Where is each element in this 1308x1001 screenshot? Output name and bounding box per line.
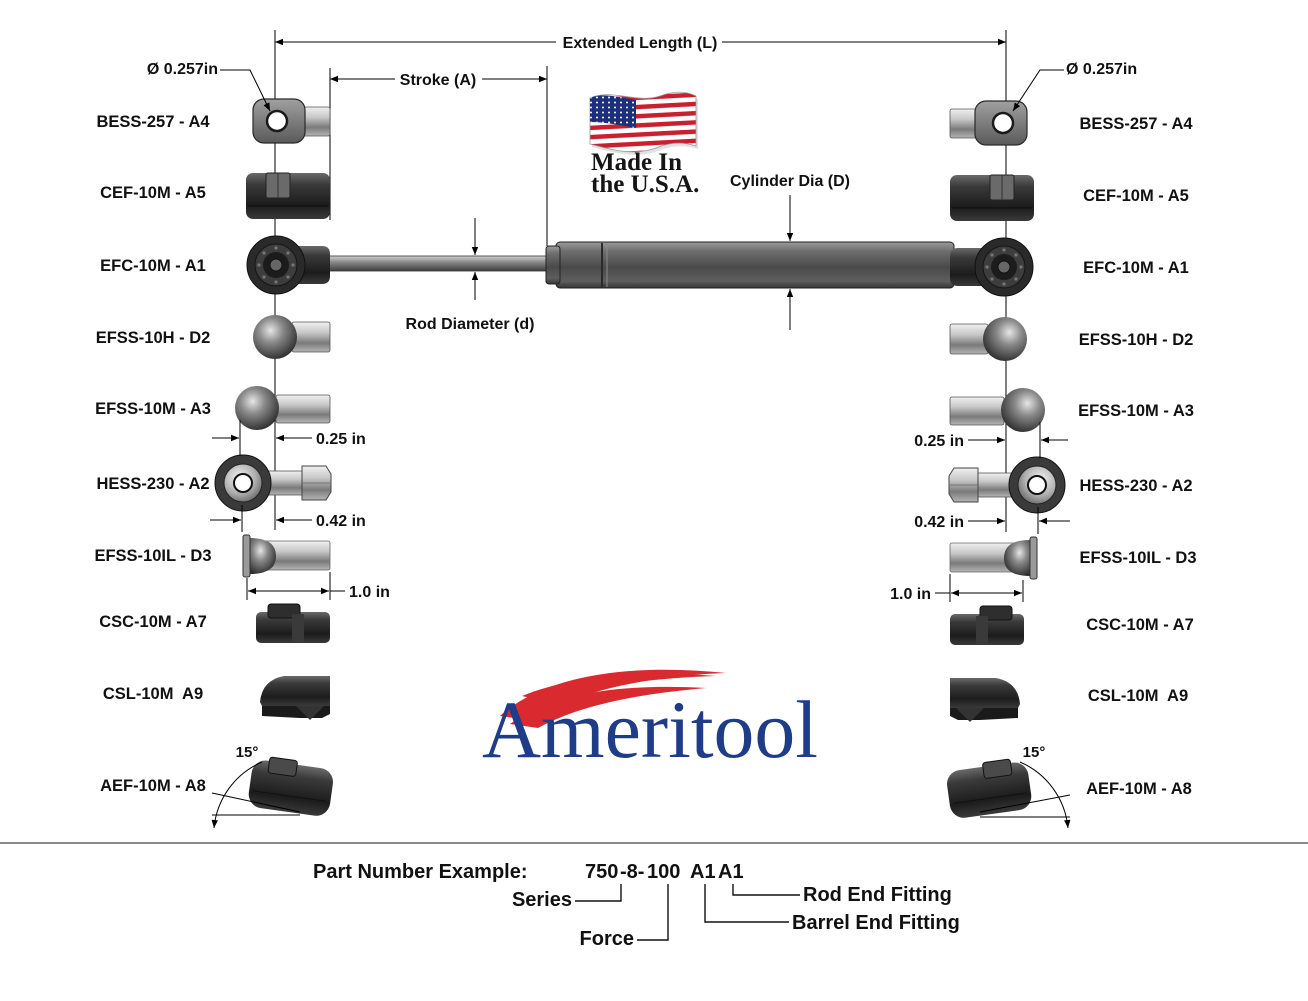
part-barrel-end-code: A1 — [690, 861, 716, 883]
left-eye-offset-dimension: 0.42 in — [210, 505, 366, 532]
csc-10m-fitting — [256, 603, 330, 643]
left-fitting-column — [214, 98, 333, 816]
part-segment-code: -8- — [620, 861, 644, 883]
right-label-efc-10m: EFC-10M - A1 — [1083, 259, 1189, 277]
left-angle-label: 15° — [236, 744, 259, 761]
cylinder-dia-label: Cylinder Dia (D) — [730, 173, 850, 190]
cylinder-seal — [545, 245, 561, 285]
left-label-aef-10m: AEF-10M - A8 — [100, 777, 206, 795]
part-rod-end-code: A1 — [718, 861, 744, 883]
cylinder — [555, 241, 955, 289]
rod-diameter-label: Rod Diameter (d) — [406, 316, 535, 333]
right-label-csc-10m: CSC-10M - A7 — [1086, 616, 1194, 634]
right-eye-offset-label: 0.42 in — [914, 514, 964, 531]
left-eye-offset-label: 0.42 in — [316, 513, 366, 530]
badge-line-1: Made In — [591, 149, 682, 176]
left-length-label: 1.0 in — [349, 584, 390, 601]
right-length-label: 1.0 in — [890, 586, 931, 603]
extended-length-dimension: Extended Length (L) — [275, 35, 1006, 52]
hole-diameter-left: Ø 0.257in — [147, 61, 271, 112]
part-series-code: 750 — [585, 861, 618, 883]
logo-text: Ameritool — [482, 684, 818, 775]
right-ball-offset-label: 0.25 in — [914, 433, 964, 450]
piston-rod — [321, 255, 553, 272]
left-label-bess-257: BESS-257 - A4 — [96, 113, 210, 131]
efss-10h-fitting — [253, 315, 331, 359]
left-label-hess-230: HESS-230 - A2 — [96, 475, 209, 493]
left-label-cef-10m: CEF-10M - A5 — [100, 184, 206, 202]
left-ball-offset-dimension: 0.25 in — [212, 420, 366, 456]
left-ball-offset-label: 0.25 in — [316, 431, 366, 448]
hess-230-fitting — [214, 454, 332, 512]
right-label-efss-10m: EFSS-10M - A3 — [1078, 402, 1194, 420]
efss-10m-fitting — [235, 386, 331, 430]
efss-10il-fitting — [242, 534, 331, 578]
ameritool-logo: Ameritool — [482, 669, 818, 775]
right-fitting-labels: BESS-257 - A4 CEF-10M - A5 EFC-10M - A1 … — [1078, 115, 1196, 798]
csl-10m-fitting — [260, 676, 330, 720]
aef-10m-fitting — [248, 756, 333, 816]
right-angle-dimension: 15° — [979, 744, 1071, 829]
left-label-efss-10il: EFSS-10IL - D3 — [94, 547, 211, 565]
hole-diameter-left-label: Ø 0.257in — [147, 61, 218, 78]
left-label-csc-10m: CSC-10M - A7 — [99, 613, 207, 631]
right-label-efss-10il: EFSS-10IL - D3 — [1079, 549, 1196, 567]
right-label-hess-230: HESS-230 - A2 — [1079, 477, 1192, 495]
left-label-efss-10h: EFSS-10H - D2 — [96, 329, 211, 347]
right-label-aef-10m: AEF-10M - A8 — [1086, 780, 1192, 798]
part-number-example: Part Number Example: 750 -8- 100 A1 A1 S… — [313, 861, 960, 950]
right-fitting-column — [943, 99, 1067, 821]
gas-spring — [321, 241, 955, 289]
right-length-dimension: 1.0 in — [890, 574, 1024, 603]
left-angle-dimension: 15° — [211, 744, 301, 829]
right-label-efss-10h: EFSS-10H - D2 — [1079, 331, 1194, 349]
cylinder-dia-dimension: Cylinder Dia (D) — [730, 173, 850, 330]
rod-diameter-dimension: Rod Diameter (d) — [406, 218, 535, 333]
left-fitting-labels: BESS-257 - A4 CEF-10M - A5 EFC-10M - A1 … — [94, 113, 211, 795]
stroke-label: Stroke (A) — [400, 72, 476, 89]
left-length-dimension: 1.0 in — [246, 572, 390, 601]
part-number-heading: Part Number Example: — [313, 861, 528, 883]
extended-length-label: Extended Length (L) — [563, 35, 718, 52]
left-label-csl-10m: CSL-10M A9 — [103, 685, 203, 703]
right-ball-offset-dimension: 0.25 in — [914, 422, 1068, 458]
cef-10m-fitting — [246, 172, 330, 219]
made-in-usa-badge: Made In the U.S.A. — [589, 91, 699, 198]
barrel-end-label: Barrel End Fitting — [792, 912, 960, 934]
left-label-efc-10m: EFC-10M - A1 — [100, 257, 206, 275]
right-label-bess-257: BESS-257 - A4 — [1079, 115, 1193, 133]
efc-10m-fitting — [246, 235, 330, 295]
rod-end-label: Rod End Fitting — [803, 884, 952, 906]
right-eye-offset-dimension: 0.42 in — [914, 507, 1070, 534]
us-flag-icon — [589, 91, 698, 155]
part-force-code: 100 — [647, 861, 680, 883]
series-label: Series — [512, 889, 572, 911]
hole-diameter-right: Ø 0.257in — [1012, 61, 1137, 112]
hole-diameter-right-label: Ø 0.257in — [1066, 61, 1137, 78]
badge-line-2: the U.S.A. — [591, 171, 699, 198]
right-label-csl-10m: CSL-10M A9 — [1088, 687, 1188, 705]
force-label: Force — [580, 928, 634, 950]
bess-257-fitting — [252, 98, 331, 144]
left-label-efss-10m: EFSS-10M - A3 — [95, 400, 211, 418]
right-angle-label: 15° — [1023, 744, 1046, 761]
stroke-dimension: Stroke (A) — [330, 72, 547, 89]
right-label-cef-10m: CEF-10M - A5 — [1083, 187, 1189, 205]
